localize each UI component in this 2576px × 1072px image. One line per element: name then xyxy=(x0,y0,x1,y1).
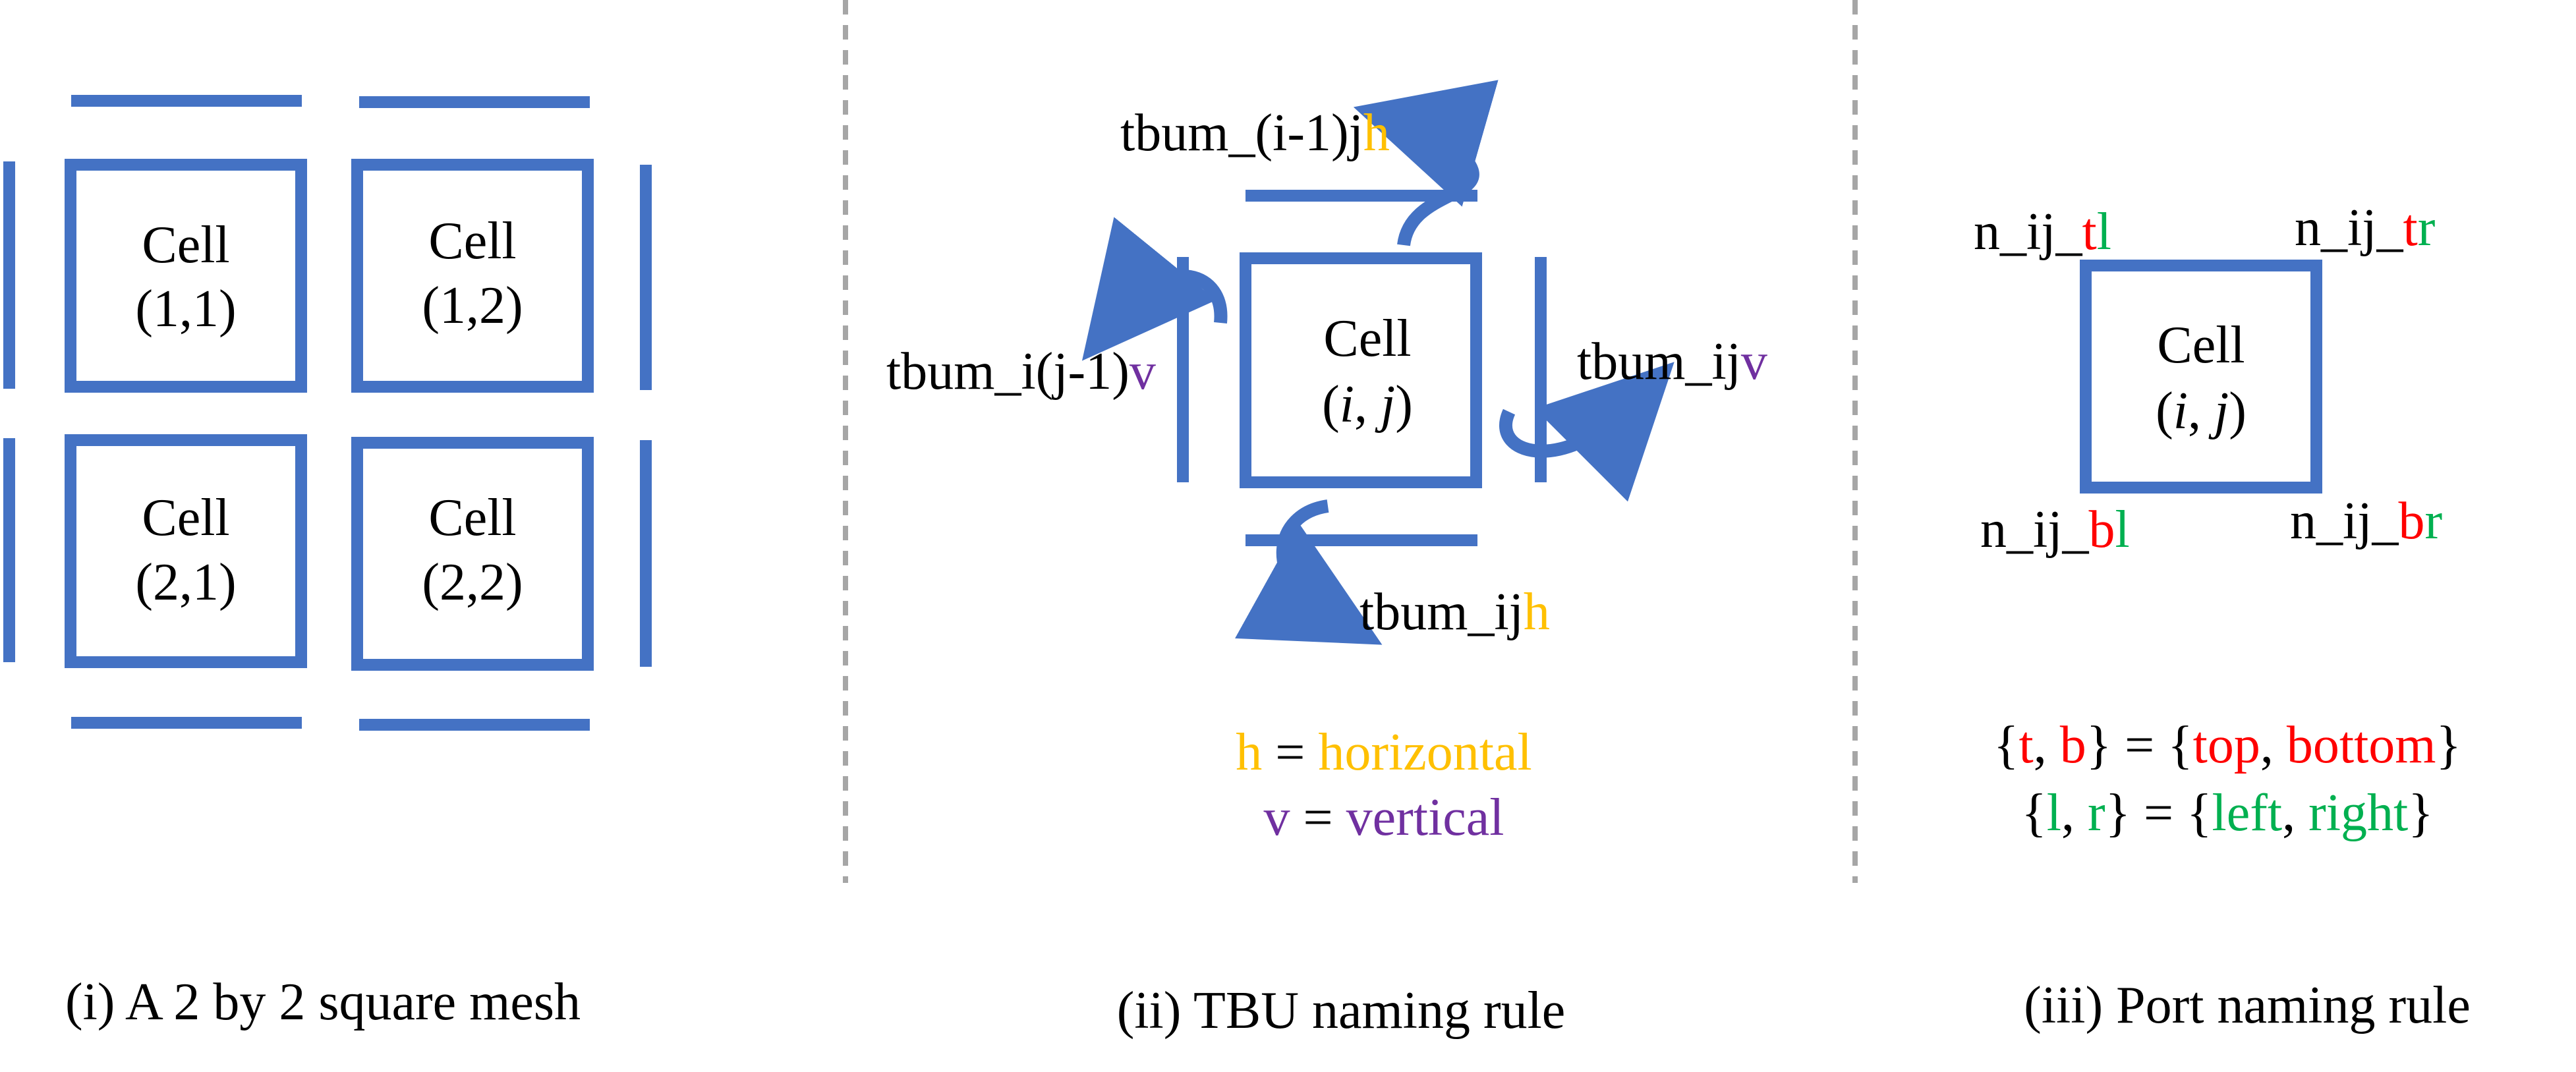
arrow-left xyxy=(1081,217,1228,361)
cell-index: (i, j) xyxy=(2156,382,2247,440)
cell-index: (1,1) xyxy=(135,280,236,338)
cell-box xyxy=(1240,252,1482,488)
tbu-label-left: tbum_i(j-1)v xyxy=(886,343,1156,401)
cell-box xyxy=(2080,260,2322,494)
port-label-bl: n_ij_bl xyxy=(1980,501,2130,559)
caption-tbu: (ii) TBU naming rule xyxy=(1117,982,1566,1040)
legend-horizontal: h = horizontal xyxy=(1236,723,1531,781)
cell-index: (1,2) xyxy=(422,277,523,335)
cell-box xyxy=(65,434,307,668)
legend-left-right: {l, r} = {left, right} xyxy=(2021,784,2433,842)
cell-label: Cell xyxy=(2157,316,2245,374)
cell-label: Cell xyxy=(428,212,516,270)
cell-box xyxy=(351,159,594,393)
cell-index: (2,1) xyxy=(135,553,236,611)
cell-label: Cell xyxy=(142,216,229,274)
port-label-tl: n_ij_tl xyxy=(1974,203,2111,261)
cell-label: Cell xyxy=(1323,310,1411,368)
cell-box xyxy=(65,159,307,393)
legend-vertical: v = vertical xyxy=(1264,789,1504,847)
port-label-br: n_ij_br xyxy=(2290,492,2442,550)
cell-label: Cell xyxy=(428,489,516,547)
arrow-bottom xyxy=(1234,499,1383,645)
tbu-label-bottom: tbum_ijh xyxy=(1360,583,1550,641)
tbu-label-top: tbum_(i-1)jh xyxy=(1120,104,1390,162)
tbu-label-right: tbum_ijv xyxy=(1577,333,1767,391)
cell-label: Cell xyxy=(142,489,229,547)
port-label-tr: n_ij_tr xyxy=(2295,199,2435,257)
cell-box xyxy=(351,437,594,671)
arrow-right xyxy=(1499,362,1674,502)
panel-port: Cell (i, j) n_ij_tl n_ij_tr n_ij_bl n_ij… xyxy=(1974,199,2461,842)
legend-top-bottom: {t, b} = {top, bottom} xyxy=(1993,716,2461,774)
panel-mesh: Cell (1,1) Cell (1,2) Cell (2,1) Cell (2… xyxy=(3,95,652,731)
caption-mesh: (i) A 2 by 2 square mesh xyxy=(65,973,581,1031)
cell-index: (i, j) xyxy=(1322,376,1413,434)
panel-tbu: Cell (i, j) tbum_(i-1)jh tbum_i(j-1)v tb… xyxy=(886,80,1767,847)
caption-port: (iii) Port naming rule xyxy=(2024,976,2471,1034)
arrow-top xyxy=(1353,80,1499,246)
cell-index: (2,2) xyxy=(422,553,523,611)
